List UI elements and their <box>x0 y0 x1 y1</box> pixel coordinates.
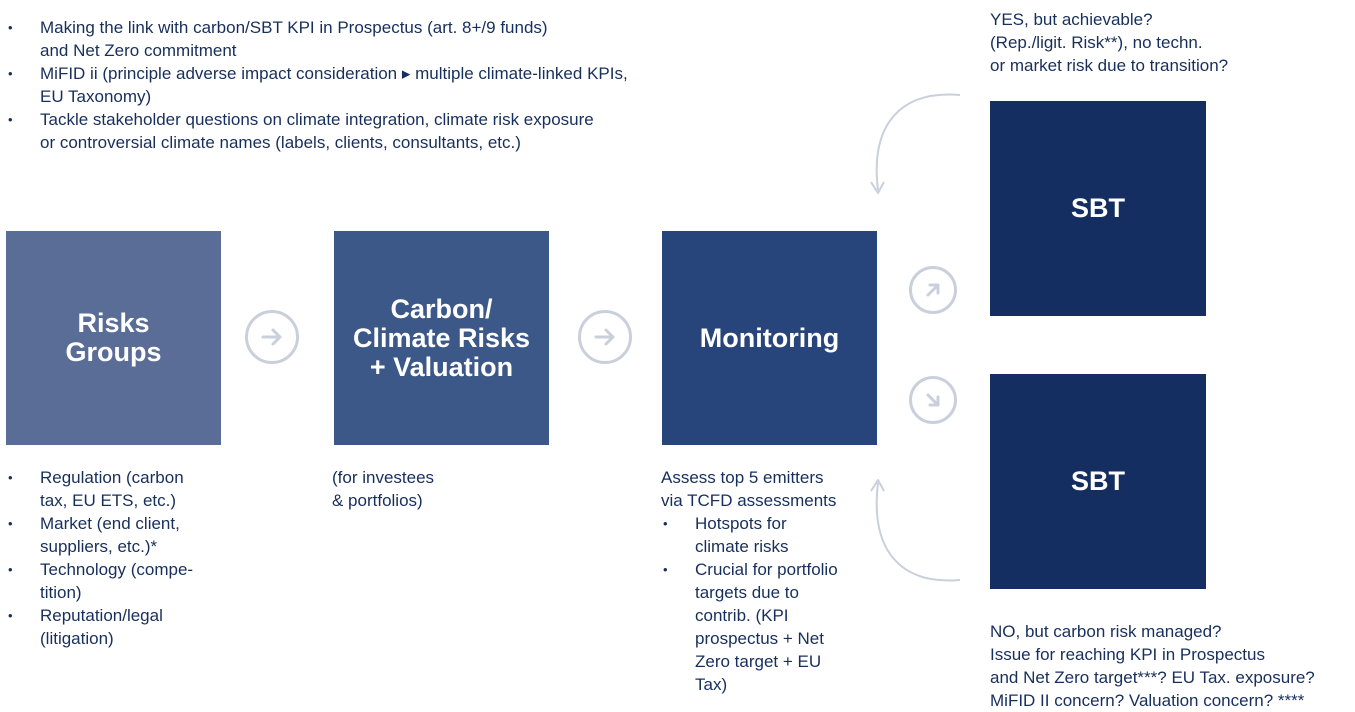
top-bullet-list: Making the link with carbon/SBT KPI in P… <box>6 16 706 154</box>
no-note: NO, but carbon risk managed? Issue for r… <box>990 622 1315 710</box>
risks-bullet-list: Regulation (carbon tax, EU ETS, etc.) Ma… <box>6 466 236 650</box>
sbt-bottom-box: SBT <box>990 374 1206 589</box>
arrow-right-icon <box>245 310 299 364</box>
risks-bullet: Regulation (carbon tax, EU ETS, etc.) <box>6 466 236 512</box>
monitoring-bullet-list: Hotspots for climate risks Crucial for p… <box>661 512 891 696</box>
carbon-climate-risks-box: Carbon/ Climate Risks + Valuation <box>334 231 549 445</box>
risks-bullet: Technology (compe- tition) <box>6 558 236 604</box>
top-bullet: Tackle stakeholder questions on climate … <box>6 108 706 154</box>
arrow-right-icon <box>578 310 632 364</box>
risks-bullet: Reputation/legal (litigation) <box>6 604 236 650</box>
monitoring-bullet: Crucial for portfolio targets due to con… <box>661 558 891 696</box>
sbt-top-box: SBT <box>990 101 1206 316</box>
monitoring-box: Monitoring <box>662 231 877 445</box>
sbt-bottom-label: SBT <box>1071 466 1125 496</box>
monitoring-label: Monitoring <box>699 322 840 353</box>
top-bullet: MiFID ii (principle adverse impact consi… <box>6 62 706 108</box>
carbon-climate-risks-label: Carbon/ Climate Risks + Valuation <box>352 293 531 382</box>
arrow-up-right-icon <box>909 266 957 314</box>
risks-groups-box: Risks Groups <box>6 231 221 445</box>
sbt-top-label: SBT <box>1071 193 1125 223</box>
risks-bullet: Market (end client, suppliers, etc.)* <box>6 512 236 558</box>
arrow-down-right-icon <box>909 376 957 424</box>
carbon-note: (for investees & portfolios) <box>332 468 435 510</box>
curved-arrow-icon <box>870 93 961 194</box>
yes-note: YES, but achievable? (Rep./ligit. Risk**… <box>990 10 1229 75</box>
top-bullet: Making the link with carbon/SBT KPI in P… <box>6 16 706 62</box>
monitoring-bullet: Hotspots for climate risks <box>661 512 891 558</box>
monitoring-intro: Assess top 5 emitters via TCFD assessmen… <box>661 468 837 510</box>
curved-arrow-icon <box>870 479 961 582</box>
risks-groups-label: Risks Groups <box>65 308 162 367</box>
